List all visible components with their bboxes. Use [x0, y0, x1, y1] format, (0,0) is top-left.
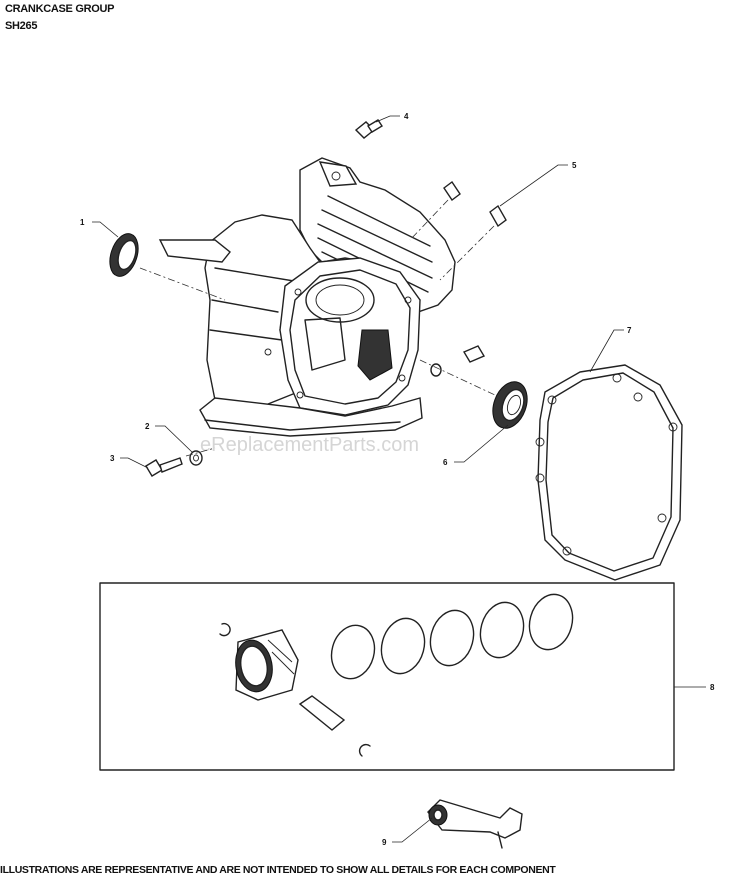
watermark: eReplacementParts.com [200, 434, 419, 456]
piston-rings-part-8 [330, 593, 574, 680]
callout-5: 5 [572, 161, 577, 170]
dowel-pin-part-5 [443, 180, 507, 228]
piston [235, 629, 299, 701]
connecting-rod-part-9 [427, 799, 523, 849]
piston-pin-clips [219, 622, 371, 757]
callout-4: 4 [404, 112, 409, 121]
disclaimer-footer: ILLUSTRATIONS ARE REPRESENTATIVE AND ARE… [0, 864, 556, 876]
washer-part-2 [189, 450, 203, 466]
callout-1: 1 [80, 218, 85, 227]
crankcase-block [158, 157, 456, 437]
model-number: SH265 [5, 20, 38, 32]
callout-2: 2 [145, 422, 150, 431]
diagram-title: CRANKCASE GROUP [5, 3, 115, 15]
gasket-part-7 [535, 364, 683, 581]
callout-8: 8 [710, 683, 715, 692]
callout-7: 7 [627, 326, 632, 335]
pin-front [430, 345, 486, 377]
callout-9: 9 [382, 838, 387, 847]
bearing-part-6 [492, 381, 528, 429]
bolt-part-4 [354, 119, 383, 139]
oil-seal-part-1 [109, 233, 139, 277]
bolt-part-3 [145, 457, 183, 477]
callout-3: 3 [110, 454, 115, 463]
callout-6: 6 [443, 458, 448, 467]
wrist-pin [298, 695, 346, 731]
piston-kit-box [99, 582, 675, 771]
